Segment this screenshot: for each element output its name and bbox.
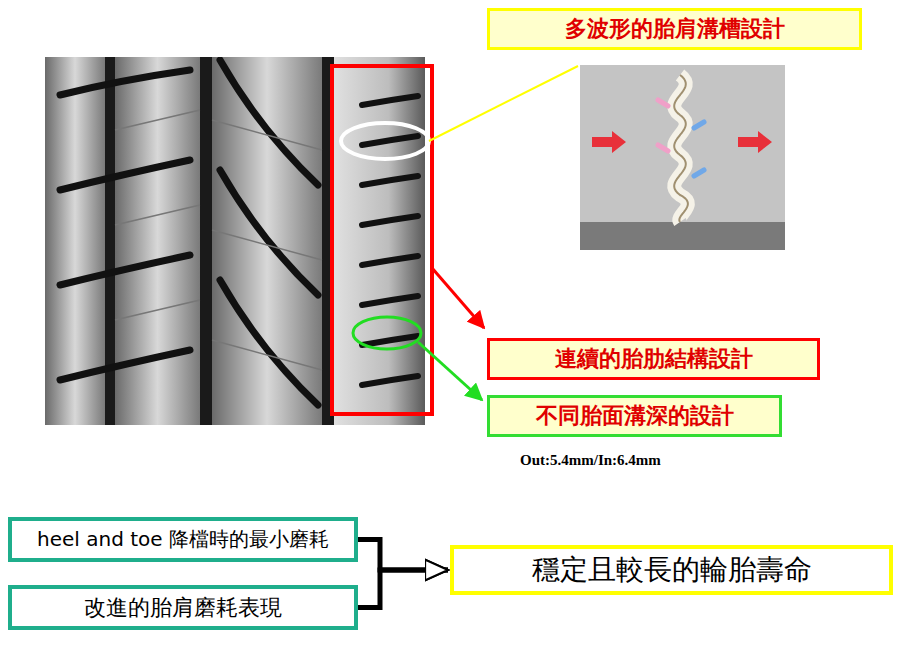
merge-arrow xyxy=(358,540,448,571)
callout-box: 連續的胎肋結構設計 xyxy=(487,338,820,380)
merge-arrow xyxy=(358,570,448,608)
box-text: 多波形的胎肩溝槽設計 xyxy=(565,14,785,44)
box-text: heel and toe 降檔時的最小磨耗 xyxy=(37,526,329,553)
benefit-box: heel and toe 降檔時的最小磨耗 xyxy=(8,517,358,562)
callout-box: 多波形的胎肩溝槽設計 xyxy=(487,8,862,50)
box-text: 改進的胎肩磨耗表現 xyxy=(84,593,282,623)
box-text: 穩定且較長的輪胎壽命 xyxy=(532,551,812,589)
box-text: 不同胎面溝深的設計 xyxy=(536,401,734,431)
result-box: 穩定且較長的輪胎壽命 xyxy=(450,545,893,595)
dimension-label: Out:5.4mm/In:6.4mm xyxy=(520,452,661,469)
benefit-box: 改進的胎肩磨耗表現 xyxy=(8,585,358,630)
callout-box: 不同胎面溝深的設計 xyxy=(487,395,782,437)
box-text: 連續的胎肋結構設計 xyxy=(555,344,753,374)
